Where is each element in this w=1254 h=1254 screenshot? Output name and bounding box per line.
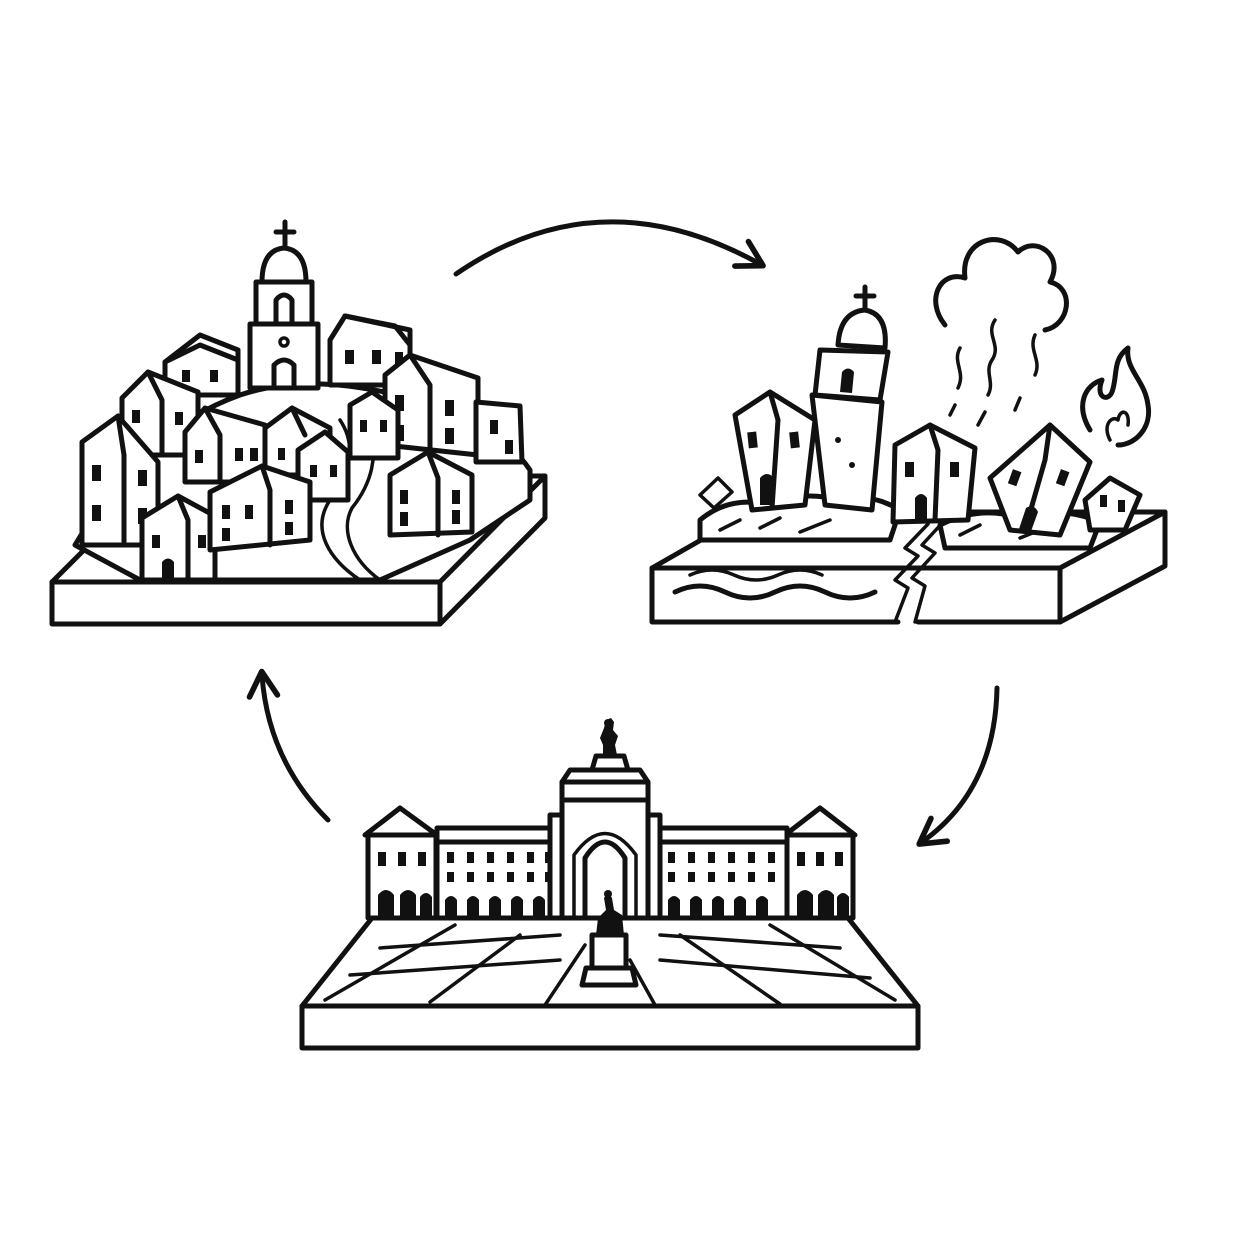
church-tower-icon bbox=[247, 219, 321, 391]
arrow-rebuilt-to-old bbox=[246, 668, 331, 823]
house bbox=[387, 449, 475, 538]
collapsed-building bbox=[987, 422, 1093, 538]
smoke-icon bbox=[933, 237, 1069, 427]
equestrian-statue-icon bbox=[579, 890, 639, 988]
house bbox=[162, 332, 241, 398]
hillside-town-icon bbox=[49, 219, 548, 627]
arcade-wing bbox=[657, 825, 790, 921]
arrow-old-to-destruction bbox=[453, 219, 766, 277]
pavilion bbox=[782, 805, 858, 921]
arcade-wing bbox=[434, 825, 563, 921]
fire-icon bbox=[1080, 345, 1152, 448]
rebuilt-square-icon bbox=[299, 718, 921, 1051]
pavilion bbox=[362, 805, 440, 921]
house bbox=[327, 313, 413, 388]
house bbox=[139, 493, 218, 583]
house bbox=[207, 463, 313, 553]
earthquake-ruins-icon bbox=[649, 237, 1168, 625]
church-tower-icon bbox=[809, 284, 891, 513]
statue-icon bbox=[600, 718, 618, 755]
collapsed-building bbox=[698, 389, 818, 513]
collapsed-building bbox=[890, 422, 978, 525]
arrow-destruction-to-rebuilt bbox=[916, 685, 1000, 847]
house bbox=[473, 399, 525, 465]
triumphal-arch bbox=[547, 753, 663, 921]
house bbox=[347, 389, 401, 461]
collapsed-building bbox=[1082, 475, 1143, 533]
